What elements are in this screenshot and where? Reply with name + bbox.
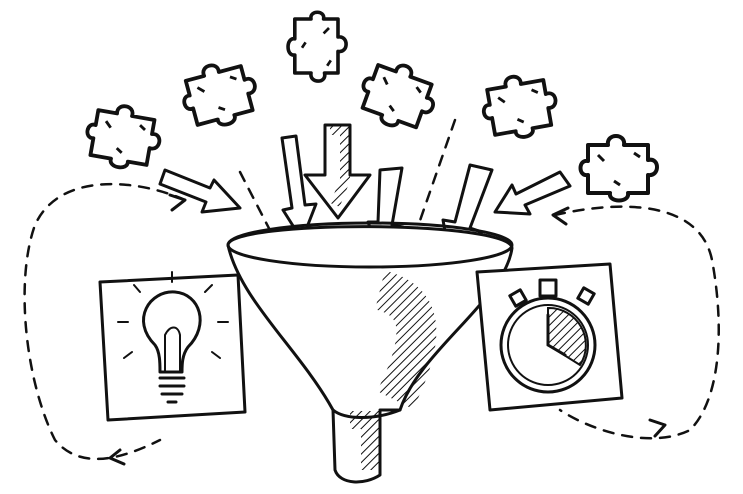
puzzle-piece-icon <box>177 56 263 134</box>
lightbulb-icon <box>98 271 247 422</box>
cycle-arrow-icon <box>23 182 720 466</box>
puzzle-piece-icon <box>80 98 167 176</box>
puzzle-piece-icon <box>288 12 346 81</box>
funnel-icon <box>226 221 514 484</box>
stopwatch-icon <box>475 262 624 412</box>
puzzle-piece-icon <box>578 134 659 203</box>
puzzle-piece-icon <box>479 70 561 143</box>
puzzle-piece-icon <box>353 55 442 137</box>
